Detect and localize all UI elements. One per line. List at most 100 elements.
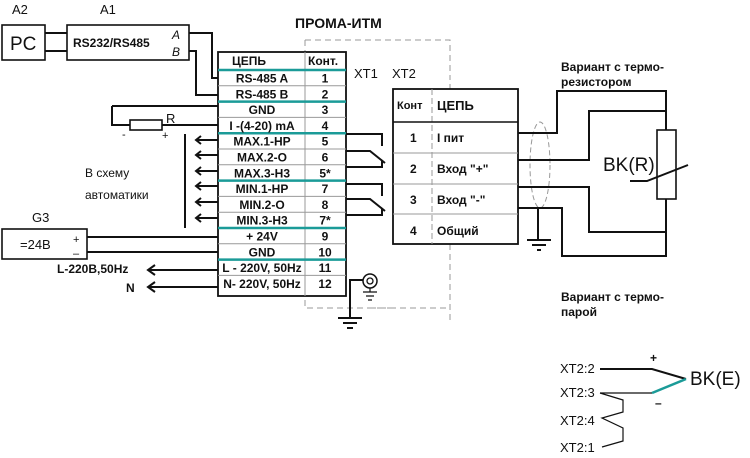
power-supply-block bbox=[1, 228, 88, 260]
xt1-contact: 10 bbox=[318, 245, 332, 259]
xt2-contact: 4 bbox=[410, 224, 417, 238]
xt2-contact: 1 bbox=[410, 131, 417, 145]
xt1-row: L - 220V, 50Hz 11 bbox=[222, 261, 331, 275]
shield-ground bbox=[527, 208, 551, 251]
thermocouple-terminal-xt2-1: XT2:1 bbox=[560, 440, 595, 455]
xt1-circuit: MIN.2-O bbox=[239, 198, 284, 212]
xt1-row: MIN.2-O 8 bbox=[239, 198, 328, 212]
relay-min-contacts bbox=[346, 183, 386, 216]
xt2-header-contact: Конт bbox=[397, 100, 423, 112]
xt1-circuit: MAX.2-O bbox=[237, 151, 287, 165]
ground-symbol bbox=[338, 317, 362, 329]
n-line-arrow bbox=[146, 281, 220, 293]
automation-label-1: В схему bbox=[85, 166, 129, 180]
xt2-row: 3 Вход "-" bbox=[410, 193, 485, 207]
thermocouple-plus: + bbox=[650, 351, 657, 365]
xt1-row: I -(4-20) mA 4 bbox=[229, 119, 328, 133]
xt1-contact: 11 bbox=[319, 261, 332, 275]
thermocouple-label: BK(E) bbox=[690, 369, 741, 390]
power-supply-plus: + bbox=[73, 234, 79, 246]
converter-block bbox=[66, 24, 190, 61]
l-220v-label: L-220В,50Hz bbox=[57, 262, 128, 276]
xt1-contact: 6 bbox=[322, 151, 329, 165]
current-loop-wires bbox=[111, 105, 220, 126]
xt1-contact: 1 bbox=[322, 72, 329, 86]
xt1-row: GND 10 bbox=[249, 245, 332, 259]
xt1-circuit: GND bbox=[249, 103, 276, 117]
thermocouple-terminal-xt2-2: XT2:2 bbox=[560, 361, 595, 376]
xt1-row: MAX.2-O 6 bbox=[237, 151, 329, 165]
thermoresistor-variable-line bbox=[630, 164, 689, 182]
device-title: ПРОМА-ИТМ bbox=[295, 15, 382, 31]
converter-pin-a: A bbox=[171, 28, 180, 42]
chassis-ground-symbol bbox=[363, 288, 377, 301]
thermocouple-minus: – bbox=[655, 396, 662, 410]
thermoresistor-title-1: Вариант с термо- bbox=[561, 60, 664, 74]
ground-wire bbox=[349, 279, 363, 318]
xt2-row: 1 I пит bbox=[410, 131, 464, 145]
24v-wires bbox=[87, 236, 220, 253]
xt1-row: MIN.1-HP 7 bbox=[236, 182, 329, 196]
xt2-row: 4 Общий bbox=[410, 224, 479, 238]
pc-to-converter-wires bbox=[45, 32, 67, 52]
xt1-contact: 5 bbox=[322, 135, 329, 149]
xt1-group-separators bbox=[218, 68, 346, 261]
automation-arrows bbox=[194, 135, 218, 223]
pc-block bbox=[1, 24, 46, 61]
xt1-contact: 5* bbox=[319, 166, 331, 180]
xt1-header-contact: Конт. bbox=[308, 54, 338, 68]
xt1-contact: 4 bbox=[322, 119, 329, 133]
rs485-wires bbox=[189, 32, 220, 96]
xt1-contact: 9 bbox=[322, 230, 329, 244]
resistor-ref: R bbox=[166, 111, 175, 126]
xt2-ref: XT2 bbox=[392, 66, 416, 81]
g3-ref: G3 bbox=[32, 210, 49, 225]
thermocouple-title-1: Вариант с термо- bbox=[561, 290, 664, 304]
thermocouple-title-2: парой bbox=[561, 305, 597, 319]
xt1-row: RS-485 B 2 bbox=[236, 87, 329, 101]
cable-shield bbox=[529, 121, 551, 209]
xt1-circuit: RS-485 B bbox=[236, 87, 289, 101]
xt2-circuit: Вход "-" bbox=[437, 193, 485, 207]
a2-ref: A2 bbox=[12, 2, 28, 17]
xt2-row: 2 Вход "+" bbox=[410, 162, 488, 176]
xt2-header-circuit: ЦЕПЬ bbox=[437, 98, 474, 113]
xt1-circuit: L - 220V, 50Hz bbox=[222, 261, 301, 275]
xt1-contact: 8 bbox=[322, 198, 329, 212]
xt1-circuit: MAX.3-H3 bbox=[234, 166, 290, 180]
thermocouple-terminal-xt2-3: XT2:3 bbox=[560, 385, 595, 400]
xt1-circuit: GND bbox=[249, 245, 276, 259]
xt2-contact: 3 bbox=[410, 193, 417, 207]
xt2-terminal-block bbox=[392, 88, 519, 245]
resistor-plus: + bbox=[162, 130, 168, 142]
relay-max-contacts bbox=[346, 133, 386, 168]
xt1-circuit: MIN.1-HP bbox=[236, 182, 289, 196]
thermoresistor-label: BK(R) bbox=[603, 155, 655, 176]
xt1-circuit: I -(4-20) mA bbox=[229, 119, 295, 133]
a1-ref: A1 bbox=[100, 2, 116, 17]
converter-label: RS232/RS485 bbox=[73, 36, 150, 50]
thermoresistor-wires bbox=[518, 90, 667, 257]
automation-label-2: автоматики bbox=[85, 188, 149, 202]
thermocouple-wires bbox=[599, 368, 687, 448]
thermocouple-terminal-xt2-4: XT2:4 bbox=[560, 413, 595, 428]
converter-pin-b: B bbox=[172, 45, 180, 59]
xt1-contact: 7 bbox=[322, 182, 329, 196]
xt2-circuit: Общий bbox=[437, 224, 479, 238]
xt1-contact: 2 bbox=[322, 87, 329, 101]
thermocouple-negative-lead bbox=[651, 377, 687, 395]
pc-label: PC bbox=[10, 34, 36, 55]
resistor-minus: - bbox=[122, 129, 126, 141]
xt2-circuit: Вход "+" bbox=[437, 162, 488, 176]
xt2-contact: 2 bbox=[410, 162, 417, 176]
n-label: N bbox=[126, 281, 135, 295]
xt2-circuit: I пит bbox=[437, 131, 464, 145]
l-line-arrow bbox=[146, 264, 220, 276]
